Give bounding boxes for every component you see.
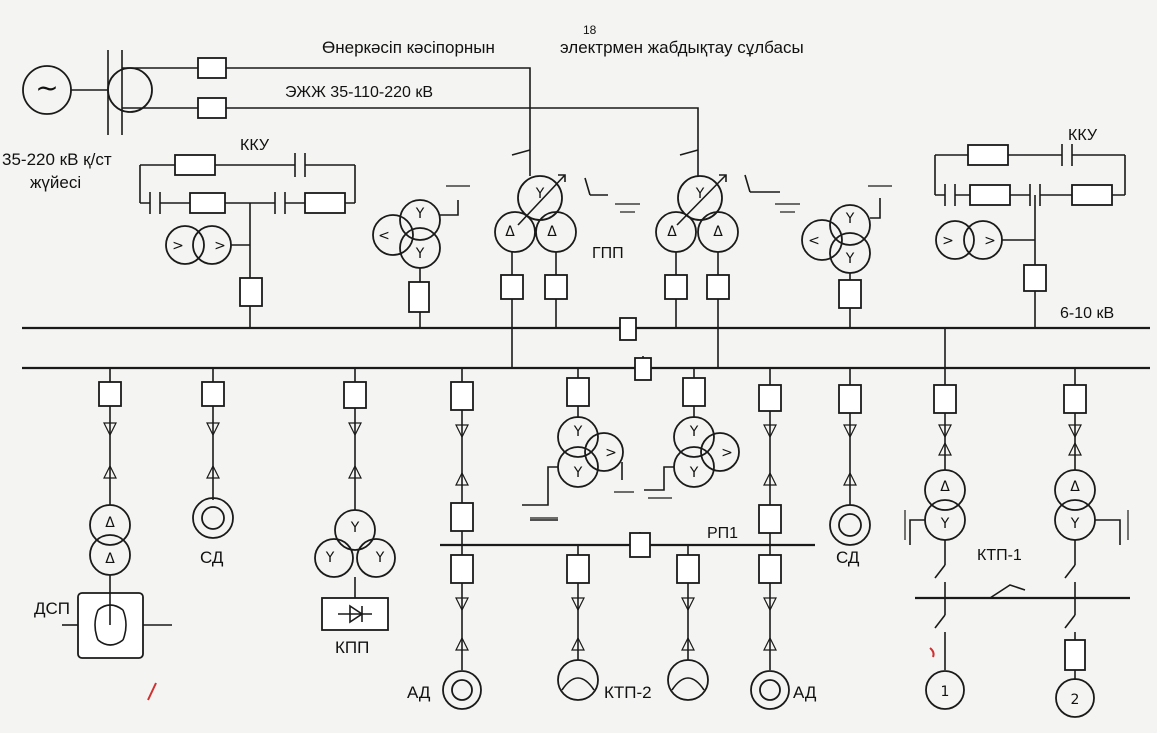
kku-left-breaker[interactable] xyxy=(239,277,263,307)
kku-right-breaker[interactable] xyxy=(1023,264,1047,292)
consumer-1-icon xyxy=(925,670,965,710)
kpp-breaker[interactable] xyxy=(343,381,367,409)
feeder-ktp2-a xyxy=(557,545,599,701)
svg-text:Y: Y xyxy=(535,186,545,202)
system-bus-icon xyxy=(107,67,153,113)
svg-text:Y: Y xyxy=(415,246,425,262)
svg-text:Y: Y xyxy=(695,186,705,202)
svg-text:Y: Y xyxy=(325,550,335,566)
feeder-ad-left xyxy=(442,545,482,710)
label-sd-right: СД xyxy=(836,548,860,567)
sync-motor-left-icon xyxy=(192,497,234,539)
svg-text:<: < xyxy=(808,233,820,249)
bus-tie-breaker-1[interactable] xyxy=(619,317,637,341)
feeder-dsp: Δ Δ xyxy=(62,368,172,659)
svg-text:>: > xyxy=(605,445,617,461)
svg-text:>: > xyxy=(214,238,226,254)
rp1-right-breaker[interactable] xyxy=(758,384,782,412)
label-rp1: РП1 xyxy=(707,525,738,542)
svg-text:Y: Y xyxy=(845,251,855,267)
line-switch-1[interactable] xyxy=(197,57,227,79)
page-number: 18 xyxy=(583,23,597,37)
svg-text:Δ: Δ xyxy=(105,515,115,531)
sync-motor-right-icon xyxy=(829,504,871,546)
feeder-rp1-right xyxy=(758,368,782,545)
feeder-sd-right xyxy=(829,368,871,546)
svg-text:<: < xyxy=(378,228,390,244)
label-ad-left: АД xyxy=(407,683,431,702)
feeder-sd-left xyxy=(192,368,234,539)
gpp-transformer-1: Y Δ Δ xyxy=(494,140,640,368)
supply-line-1 xyxy=(122,67,531,140)
svg-text:Δ: Δ xyxy=(667,224,677,240)
label-bus-voltage: 6-10 кВ xyxy=(1060,305,1114,322)
label-gpp: ГПП xyxy=(592,245,624,262)
sd-right-breaker[interactable] xyxy=(838,384,862,414)
consumer-2-icon xyxy=(1055,678,1095,718)
title-part1: Өнеркәсіп кәсіпорнын xyxy=(322,38,495,57)
feeder-ktp2-b xyxy=(667,545,709,701)
label-dsp: ДСП xyxy=(34,599,70,618)
svg-text:Y: Y xyxy=(573,465,583,481)
rp1-bus xyxy=(440,532,815,558)
feeder-kpp: Y Y Y xyxy=(314,368,396,631)
svg-text:Δ: Δ xyxy=(940,479,950,495)
tr-below-gpp-2: Y Y > xyxy=(644,368,740,499)
title-part2: электрмен жабдықтау сұлбасы xyxy=(560,38,804,57)
aux-transformer-left: < Y Y xyxy=(372,185,470,328)
kku-right-unit: > > xyxy=(934,144,1126,328)
svg-text:Δ: Δ xyxy=(547,224,557,240)
consumer-2-label: 2 xyxy=(1071,692,1080,708)
feeder-ktp1-a: Δ Y 1 xyxy=(904,328,1130,710)
bus-tie-breaker-2[interactable] xyxy=(634,357,652,381)
svg-text:Y: Y xyxy=(415,206,425,222)
svg-text:Y: Y xyxy=(940,516,950,532)
svg-text:Y: Y xyxy=(845,211,855,227)
feeder-ktp1-b: Δ Y 2 xyxy=(1054,368,1129,718)
label-kpp: КПП xyxy=(335,638,369,657)
svg-text:Y: Y xyxy=(1070,516,1080,532)
tilde-icon: ~ xyxy=(35,71,58,104)
feeder-rp1-left xyxy=(450,368,474,545)
label-system-line1: 35-220 кВ қ/ст xyxy=(2,150,112,169)
dsp-breaker[interactable] xyxy=(98,381,122,407)
rp1-tie-breaker[interactable] xyxy=(629,532,651,558)
svg-text:Y: Y xyxy=(350,520,360,536)
aux-left-breaker[interactable] xyxy=(408,281,430,313)
svg-text:Δ: Δ xyxy=(713,224,723,240)
svg-text:Y: Y xyxy=(689,465,699,481)
induction-motor-right-icon xyxy=(750,670,790,710)
gpp-transformer-2: Y Δ Δ xyxy=(655,140,800,368)
line-switch-2[interactable] xyxy=(197,97,227,119)
svg-text:>: > xyxy=(721,445,733,461)
svg-text:Δ: Δ xyxy=(505,224,515,240)
svg-text:>: > xyxy=(984,233,996,249)
svg-text:Y: Y xyxy=(573,424,583,440)
label-ezhzh: ЭЖЖ 35-110-220 кВ xyxy=(285,84,433,101)
kku-left-unit: > > xyxy=(139,153,356,328)
label-ktp1: КТП-1 xyxy=(977,547,1022,564)
label-ad-right: АД xyxy=(793,683,817,702)
aux-transformer-right: < Y Y xyxy=(801,185,892,328)
svg-text:Δ: Δ xyxy=(105,551,115,567)
rp1-left-breaker[interactable] xyxy=(450,381,474,411)
svg-text:Y: Y xyxy=(375,550,385,566)
label-system-line2: жүйесі xyxy=(30,173,81,192)
svg-text:>: > xyxy=(172,238,184,254)
sd-left-breaker[interactable] xyxy=(201,381,225,407)
svg-text:Δ: Δ xyxy=(1070,479,1080,495)
feeder-ad-right xyxy=(750,545,790,710)
label-kku-left: ККУ xyxy=(240,137,270,154)
label-sd-left: СД xyxy=(200,548,224,567)
label-kku-right: ККУ xyxy=(1068,127,1098,144)
svg-text:>: > xyxy=(942,233,954,249)
consumer-1-label: 1 xyxy=(941,684,950,700)
induction-motor-left-icon xyxy=(442,670,482,710)
label-ktp2: КТП-2 xyxy=(604,683,652,702)
tr-below-gpp-1: Y Y > xyxy=(522,368,634,521)
svg-text:Y: Y xyxy=(689,424,699,440)
